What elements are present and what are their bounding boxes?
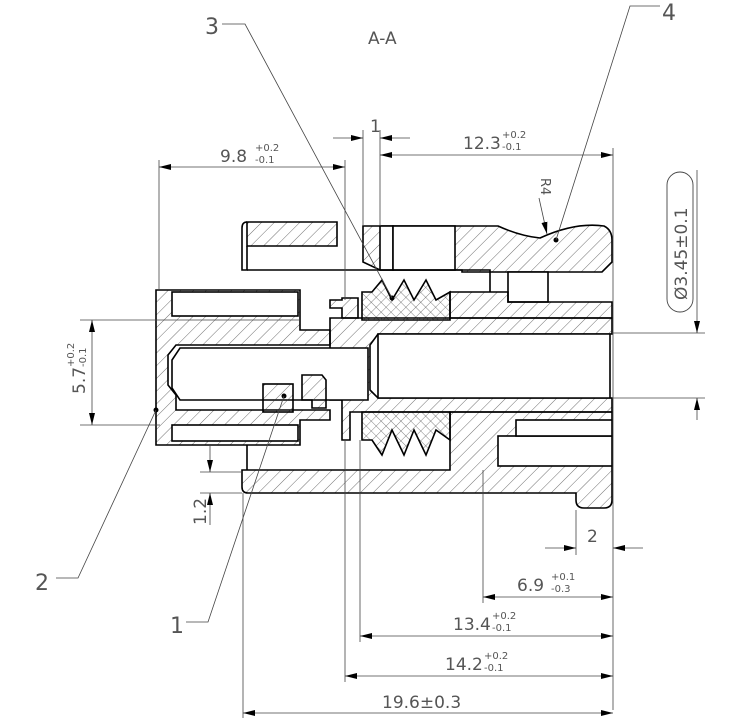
gasket-part-3 [361, 278, 451, 457]
svg-text:1: 1 [170, 614, 184, 639]
dimension-12-3: 12.3 +0.2 -0.1 [380, 130, 613, 158]
svg-text:19.6±0.3: 19.6±0.3 [382, 693, 461, 713]
svg-text:Ø3.45±0.1: Ø3.45±0.1 [672, 207, 692, 300]
svg-text:9.8: 9.8 [220, 147, 247, 167]
leader-2: 2 [35, 409, 157, 596]
svg-text:+0.2: +0.2 [492, 611, 516, 622]
svg-text:2: 2 [35, 571, 49, 596]
svg-text:4: 4 [662, 1, 676, 26]
svg-text:-0.1: -0.1 [502, 142, 522, 153]
dimension-diameter-3-45: Ø3.45±0.1 [666, 170, 700, 420]
dimension-9-8: 9.8 +0.2 -0.1 [159, 143, 345, 170]
svg-text:+0.2: +0.2 [66, 343, 77, 367]
svg-text:12.3: 12.3 [463, 134, 501, 154]
radius-callout: R4 [537, 178, 552, 235]
svg-text:-0.1: -0.1 [484, 663, 504, 674]
svg-text:-0.1: -0.1 [255, 155, 275, 166]
svg-text:-0.3: -0.3 [551, 584, 571, 595]
leader-1: 1 [170, 395, 285, 639]
dimension-6-9: 6.9 +0.1 -0.3 [483, 572, 613, 600]
dimension-13-4: 13.4 +0.2 -0.1 [360, 611, 613, 639]
svg-text:1.2: 1.2 [191, 498, 211, 525]
svg-text:-0.1: -0.1 [78, 347, 89, 367]
section-title: A-A [368, 29, 397, 49]
svg-text:-0.1: -0.1 [492, 623, 512, 634]
svg-text:2: 2 [587, 527, 598, 547]
svg-text:3: 3 [205, 15, 219, 40]
extension-lines [80, 130, 705, 718]
svg-text:1: 1 [370, 117, 381, 137]
dimension-5-7: 5.7 +0.2 -0.1 [66, 320, 95, 425]
svg-text:+0.1: +0.1 [551, 572, 575, 583]
svg-text:5.7: 5.7 [70, 367, 90, 394]
svg-text:R4: R4 [537, 178, 552, 195]
dimension-1-2: 1.2 [191, 445, 213, 525]
dimension-2: 2 [545, 527, 643, 551]
dimension-14-2: 14.2 +0.2 -0.1 [345, 651, 613, 679]
svg-text:14.2: 14.2 [445, 655, 483, 675]
center-tube [329, 297, 613, 441]
svg-text:+0.2: +0.2 [255, 143, 279, 154]
contact-part-1 [153, 237, 559, 446]
housing-part-4 [241, 221, 613, 509]
dimension-1: 1 [333, 117, 410, 141]
dimension-19-6: 19.6±0.3 [243, 693, 613, 716]
svg-text:+0.2: +0.2 [484, 651, 508, 662]
leader-3: 3 [205, 15, 393, 299]
svg-text:6.9: 6.9 [517, 576, 544, 596]
leader-4: 4 [555, 1, 676, 241]
svg-text:+0.2: +0.2 [502, 130, 526, 141]
svg-text:13.4: 13.4 [453, 615, 491, 635]
